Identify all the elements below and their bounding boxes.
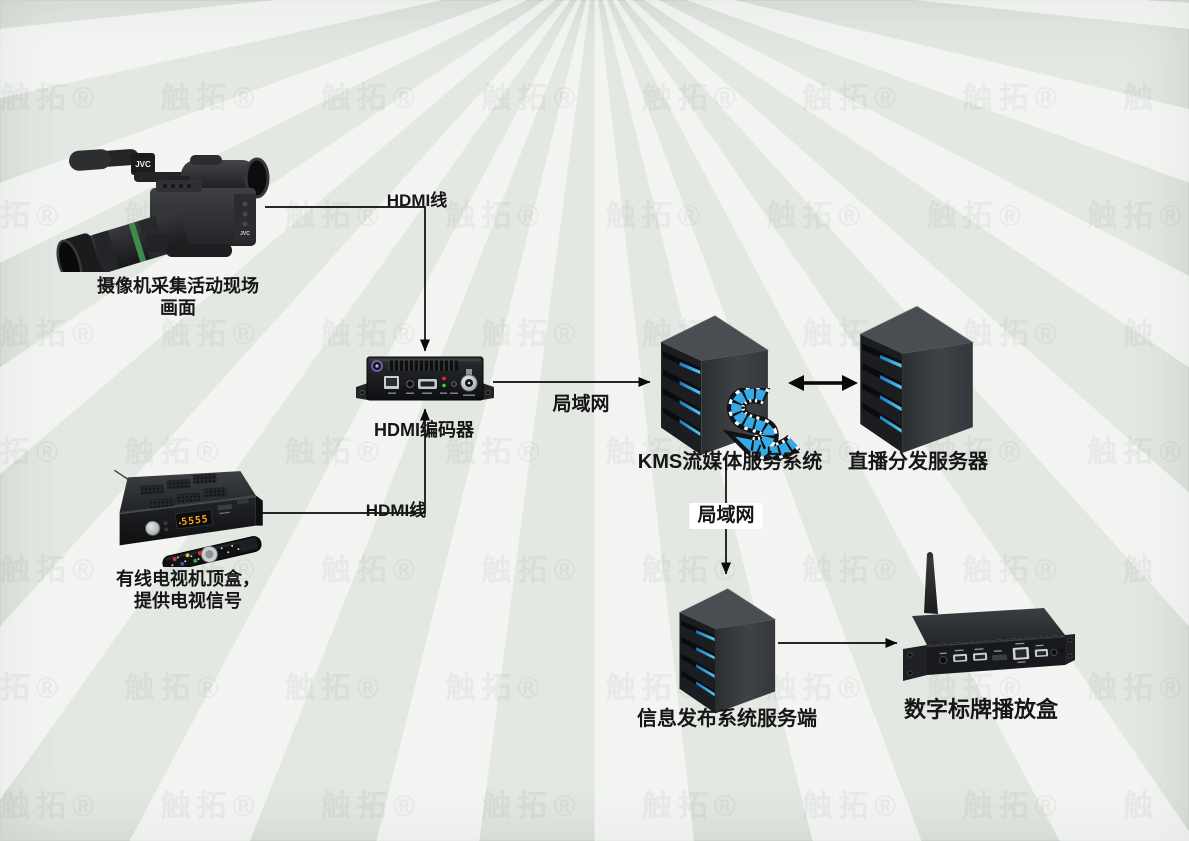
camera-label-line2: 画面 [160, 297, 196, 318]
audio-jack-icon [406, 380, 414, 388]
stb-label-line1: 有线电视机顶盒， [116, 569, 260, 589]
edge-label-lan-2: 局域网 [689, 503, 763, 529]
edge-kms-to-live-double-arrow [788, 375, 858, 391]
encoder-label: HDMI编码器 [374, 420, 474, 440]
edge-stb-to-encoder [260, 408, 430, 514]
reset-button-icon [451, 381, 457, 387]
audio-jack-icon [1050, 649, 1058, 656]
set-top-box-icon: 5555 [113, 470, 263, 567]
camera-label-line1: 摄像机采集活动现场 [97, 276, 259, 296]
signage-player-label: 数字标牌播放盒 [903, 697, 1059, 722]
edge-camera-to-encoder [265, 206, 430, 352]
info-server-icon [679, 588, 776, 714]
camera-brand-text: JVC [135, 160, 151, 169]
signage-player-icon [903, 552, 1075, 681]
led-red-icon [442, 376, 446, 381]
led-green-icon [442, 383, 446, 388]
stb-display-value: 5555 [181, 514, 209, 528]
info-server-label: 信息发布系统服务端 [637, 708, 817, 730]
video-camera-icon: JVC JVC [56, 149, 270, 272]
remote-control-icon [162, 536, 262, 567]
edge-label-hdmi-stb: HDMI线 [365, 501, 427, 520]
hdmi-encoder-icon [356, 356, 494, 401]
camera-brand-text-side: JVC [240, 231, 250, 237]
wifi-antenna-icon [924, 554, 938, 614]
edge-label-lan-1: 局域网 [552, 394, 610, 415]
kms-server-label: KMS流媒体服务系统 [637, 451, 823, 473]
live-server-label: 直播分发服务器 [848, 451, 988, 473]
card-slot-icon [992, 654, 1008, 661]
edge-label-hdmi-camera: HDMI线 [386, 191, 448, 210]
camera-label: 摄像机采集活动现场 画面 [97, 276, 259, 320]
live-server-icon [859, 305, 974, 454]
film-reel-icon [722, 388, 800, 460]
stb-label-line2: 提供电视信号 [134, 590, 242, 611]
stb-label: 有线电视机顶盒， 提供电视信号 [116, 569, 260, 613]
power-jack-icon [939, 656, 948, 665]
